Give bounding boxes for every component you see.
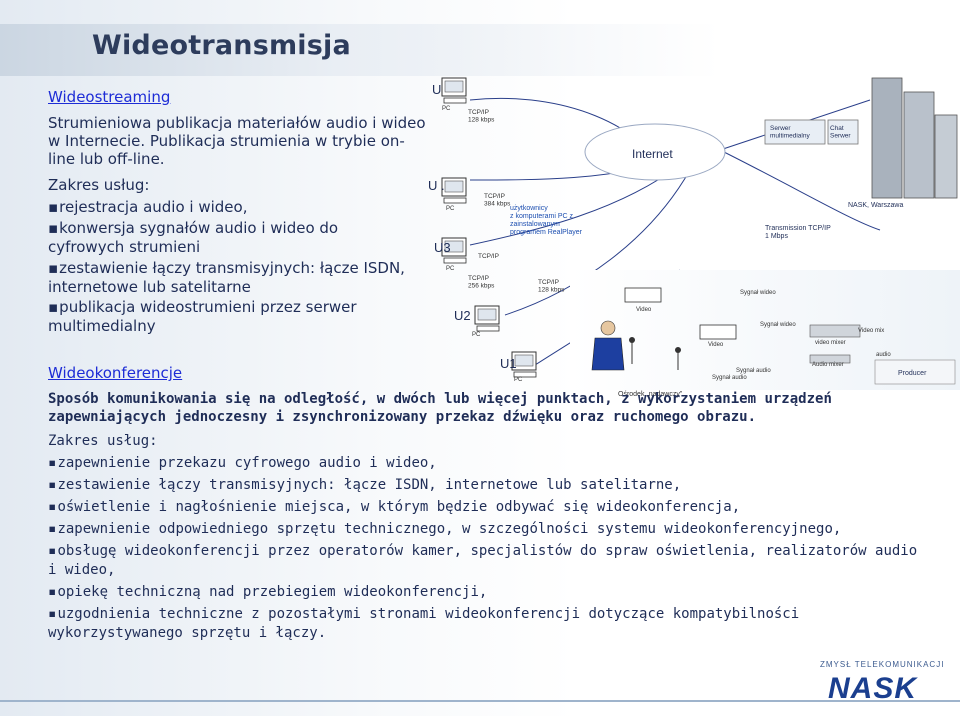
- signal-video-label: Sygnał wideo: [760, 322, 796, 328]
- streaming-item-1: rejestracja audio i wideo,: [48, 197, 438, 218]
- brand-tagline: ZMYSŁ TELEKOMUNIKACJI: [820, 660, 945, 669]
- footer-divider: [0, 700, 960, 702]
- presenter-icon: [591, 320, 625, 371]
- pc-label: PC: [446, 266, 455, 272]
- camera-icon: [624, 287, 662, 303]
- user-label: U3: [434, 240, 451, 255]
- pc-icon: [441, 237, 467, 264]
- slide-title: Wideotransmisja: [92, 30, 351, 61]
- nask-label: NASK, Warszawa: [848, 202, 903, 209]
- pc-label: PC: [472, 332, 481, 338]
- signal-audio-label: Sygnał audio: [712, 375, 747, 381]
- pc-icon: [441, 77, 467, 104]
- streaming-item-4: publikacja wideostrumieni przez serwer m…: [48, 298, 408, 336]
- link-label: TCP/IP: [478, 253, 499, 260]
- building-icon: [871, 77, 958, 199]
- streaming-intro: Strumieniowa publikacja materiałów audio…: [48, 114, 426, 168]
- pc-icon: [441, 177, 467, 204]
- streaming-scope-label: Zakres usług:: [48, 176, 150, 194]
- conference-list: zapewnienie przekazu cyfrowego audio i w…: [48, 454, 928, 646]
- producer-label: Producer: [898, 370, 927, 377]
- streaming-heading[interactable]: Wideostreaming: [48, 88, 171, 106]
- network-diagram: Internet U U . U3 U2 U1 PC PC PC PC PC T…: [428, 77, 960, 398]
- producer-box: [874, 359, 956, 385]
- conference-item: oświetlenie i nagłośnienie miejsca, w kt…: [48, 498, 928, 517]
- video-label: Video: [636, 307, 652, 313]
- conference-item: obsługę wideokonferencji przez operatoró…: [48, 542, 928, 580]
- streaming-item-3: zestawienie łączy transmisyjnych: łącze …: [48, 259, 438, 297]
- conference-heading[interactable]: Wideokonferencje: [48, 364, 183, 382]
- streaming-item-2: konwersja sygnałów audio i wideo do cyfr…: [48, 219, 378, 257]
- signal-audio-label: Sygnał audio: [736, 368, 771, 374]
- video-mix-label: Video mix: [858, 328, 884, 334]
- pc-icon: [511, 351, 537, 378]
- pc-label: PC: [442, 106, 451, 112]
- pc-icon: [474, 305, 500, 332]
- internet-cloud: [584, 123, 726, 181]
- microphone-icon: [675, 347, 681, 370]
- conference-item: opiekę techniczną nad przebiegiem wideok…: [48, 583, 928, 602]
- brand-logo: NASK: [828, 672, 918, 705]
- title-bar: [0, 24, 960, 76]
- server-box: [764, 119, 826, 145]
- user-label: U .: [428, 178, 445, 193]
- video-label: Video: [708, 342, 724, 348]
- audio-mixer-box: [809, 354, 851, 364]
- conference-intro: Sposób komunikowania się na odległość, w…: [48, 391, 832, 425]
- signal-video-label: Sygnał wideo: [740, 290, 776, 296]
- audio-mixer-label: Audio mixer: [812, 362, 844, 368]
- link-line: [504, 169, 691, 316]
- user-label: U2: [454, 308, 471, 323]
- pc-label: PC: [446, 206, 455, 212]
- user-label: U1: [500, 356, 517, 371]
- video-mixer-label: video mixer: [815, 340, 846, 346]
- link-line: [719, 149, 881, 231]
- video-mixer-box: [809, 324, 861, 338]
- audio-label: audio: [876, 352, 891, 358]
- pc-label: PC: [514, 377, 523, 383]
- conference-item: zapewnienie przekazu cyfrowego audio i w…: [48, 454, 928, 473]
- broadcast-center-label: Ośrodek „nadawczy”: [618, 391, 683, 398]
- conference-scope-label: Zakres usług:: [48, 433, 158, 449]
- user-label: U: [432, 82, 441, 97]
- conference-item: zapewnienie odpowiedniego sprzętu techni…: [48, 520, 928, 539]
- chat-box: [827, 119, 859, 145]
- internet-label: Internet: [632, 147, 673, 161]
- camera-icon: [699, 324, 737, 340]
- microphone-icon: [629, 337, 635, 364]
- conference-item: zestawienie łączy transmisyjnych: łącze …: [48, 476, 928, 495]
- conference-item: uzgodnienia techniczne z pozostałymi str…: [48, 605, 928, 643]
- link-line: [469, 164, 681, 246]
